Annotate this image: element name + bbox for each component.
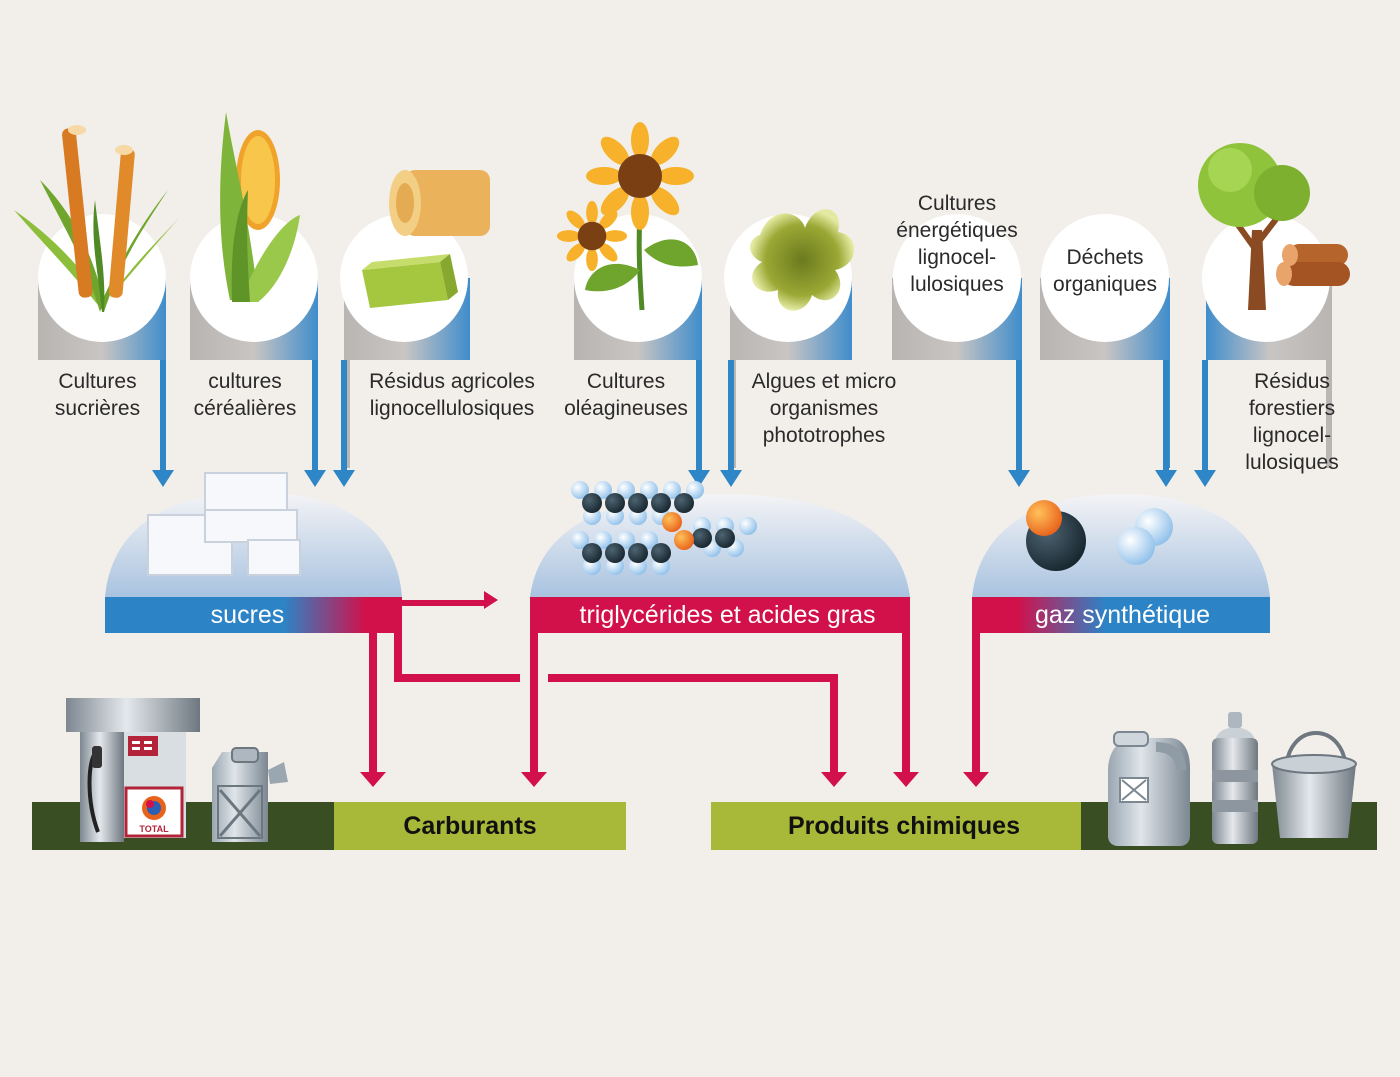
- label-algues: Algues et micro organismes phototrophes: [751, 370, 897, 447]
- arrow-tri-to-chimiques-a: [548, 674, 847, 787]
- label-residus-agricoles: Résidus agricoles lignocellulosiques: [369, 370, 535, 420]
- source-arrows: [152, 360, 1216, 487]
- syngas-molecule-icon: [1026, 500, 1173, 571]
- band-sucres: [105, 597, 402, 633]
- sugarcane-icon: [14, 125, 186, 312]
- label-energetiques: Cultures énergétiques lignocel- lulosiqu…: [896, 192, 1018, 296]
- band-label-sucres: sucres: [210, 601, 285, 629]
- arrow-sucres-to-carburants: [360, 633, 386, 787]
- paint-bucket-icon: [1271, 731, 1357, 838]
- band-gaz: [972, 597, 1270, 633]
- fuel-pump-icon: TOTAL: [66, 698, 200, 842]
- arrow-gaz-to-chimiques: [963, 633, 989, 787]
- circle-dechets: [1041, 214, 1169, 342]
- band-label-gaz: gaz synthétique: [1034, 601, 1211, 629]
- sugar-cubes-icon: [147, 472, 301, 576]
- arrow-sucres-to-triglycerides: [394, 591, 498, 609]
- band-label-triglycerides: triglycérides et acides gras: [579, 601, 876, 629]
- label-oleagineuses: Cultures oléagineuses: [564, 370, 688, 420]
- sunflower-icon: [556, 122, 698, 311]
- jerrycan-icon: [212, 747, 288, 842]
- arrow-algues: [720, 360, 742, 487]
- fatty-acid-molecule-icon: [571, 481, 757, 575]
- arrow-tri-to-chimiques-b: [893, 633, 919, 787]
- arrow-residus-agricoles: [333, 360, 355, 487]
- algae-icon: [750, 209, 855, 311]
- plastic-canister-icon: [1108, 731, 1190, 846]
- circle-energetiques: [893, 214, 1021, 342]
- label-sucrieres: Cultures sucrières: [54, 370, 141, 420]
- tree-logs-icon: [1198, 143, 1350, 310]
- arrow-cerealieres: [304, 360, 326, 487]
- label-residus-forestiers: Résidus forestiers lignocel- lulosiques: [1245, 370, 1339, 474]
- arrow-dechets: [1155, 360, 1177, 487]
- label-dechets: Déchets organiques: [1053, 246, 1157, 296]
- arrow-sucrieres: [152, 360, 174, 487]
- arrow-energetiques: [1008, 360, 1030, 487]
- arrow-oleagineuses: [688, 360, 710, 487]
- band-triglycerides: [530, 597, 910, 633]
- hay-bale-icon: [362, 170, 490, 308]
- output-carburants: [32, 802, 626, 850]
- corn-icon: [220, 112, 300, 302]
- output-label-carburants: Carburants: [403, 812, 537, 840]
- product-arrows: [360, 591, 989, 787]
- label-cerealieres: cultures céréalières: [193, 370, 297, 420]
- arrow-residus-forestiers: [1194, 360, 1216, 487]
- arrow-sucres-to-chimiques: [394, 633, 520, 682]
- pump-brand-text: TOTAL: [139, 824, 169, 834]
- spray-can-icon: [1212, 712, 1258, 844]
- arrow-tri-to-carburants: [521, 633, 547, 787]
- output-label-chimiques: Produits chimiques: [788, 812, 1020, 840]
